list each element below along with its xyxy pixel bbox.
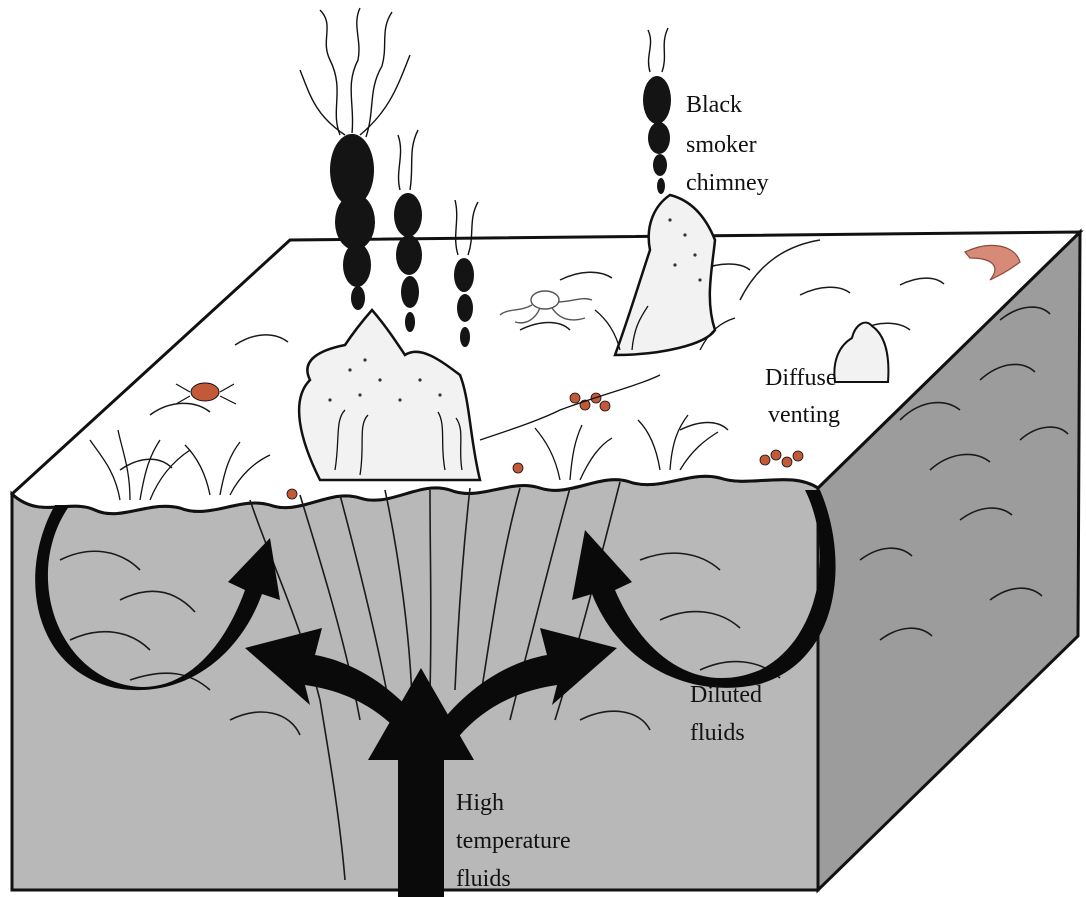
label-black-smoker: Black smoker chimney — [686, 92, 769, 196]
